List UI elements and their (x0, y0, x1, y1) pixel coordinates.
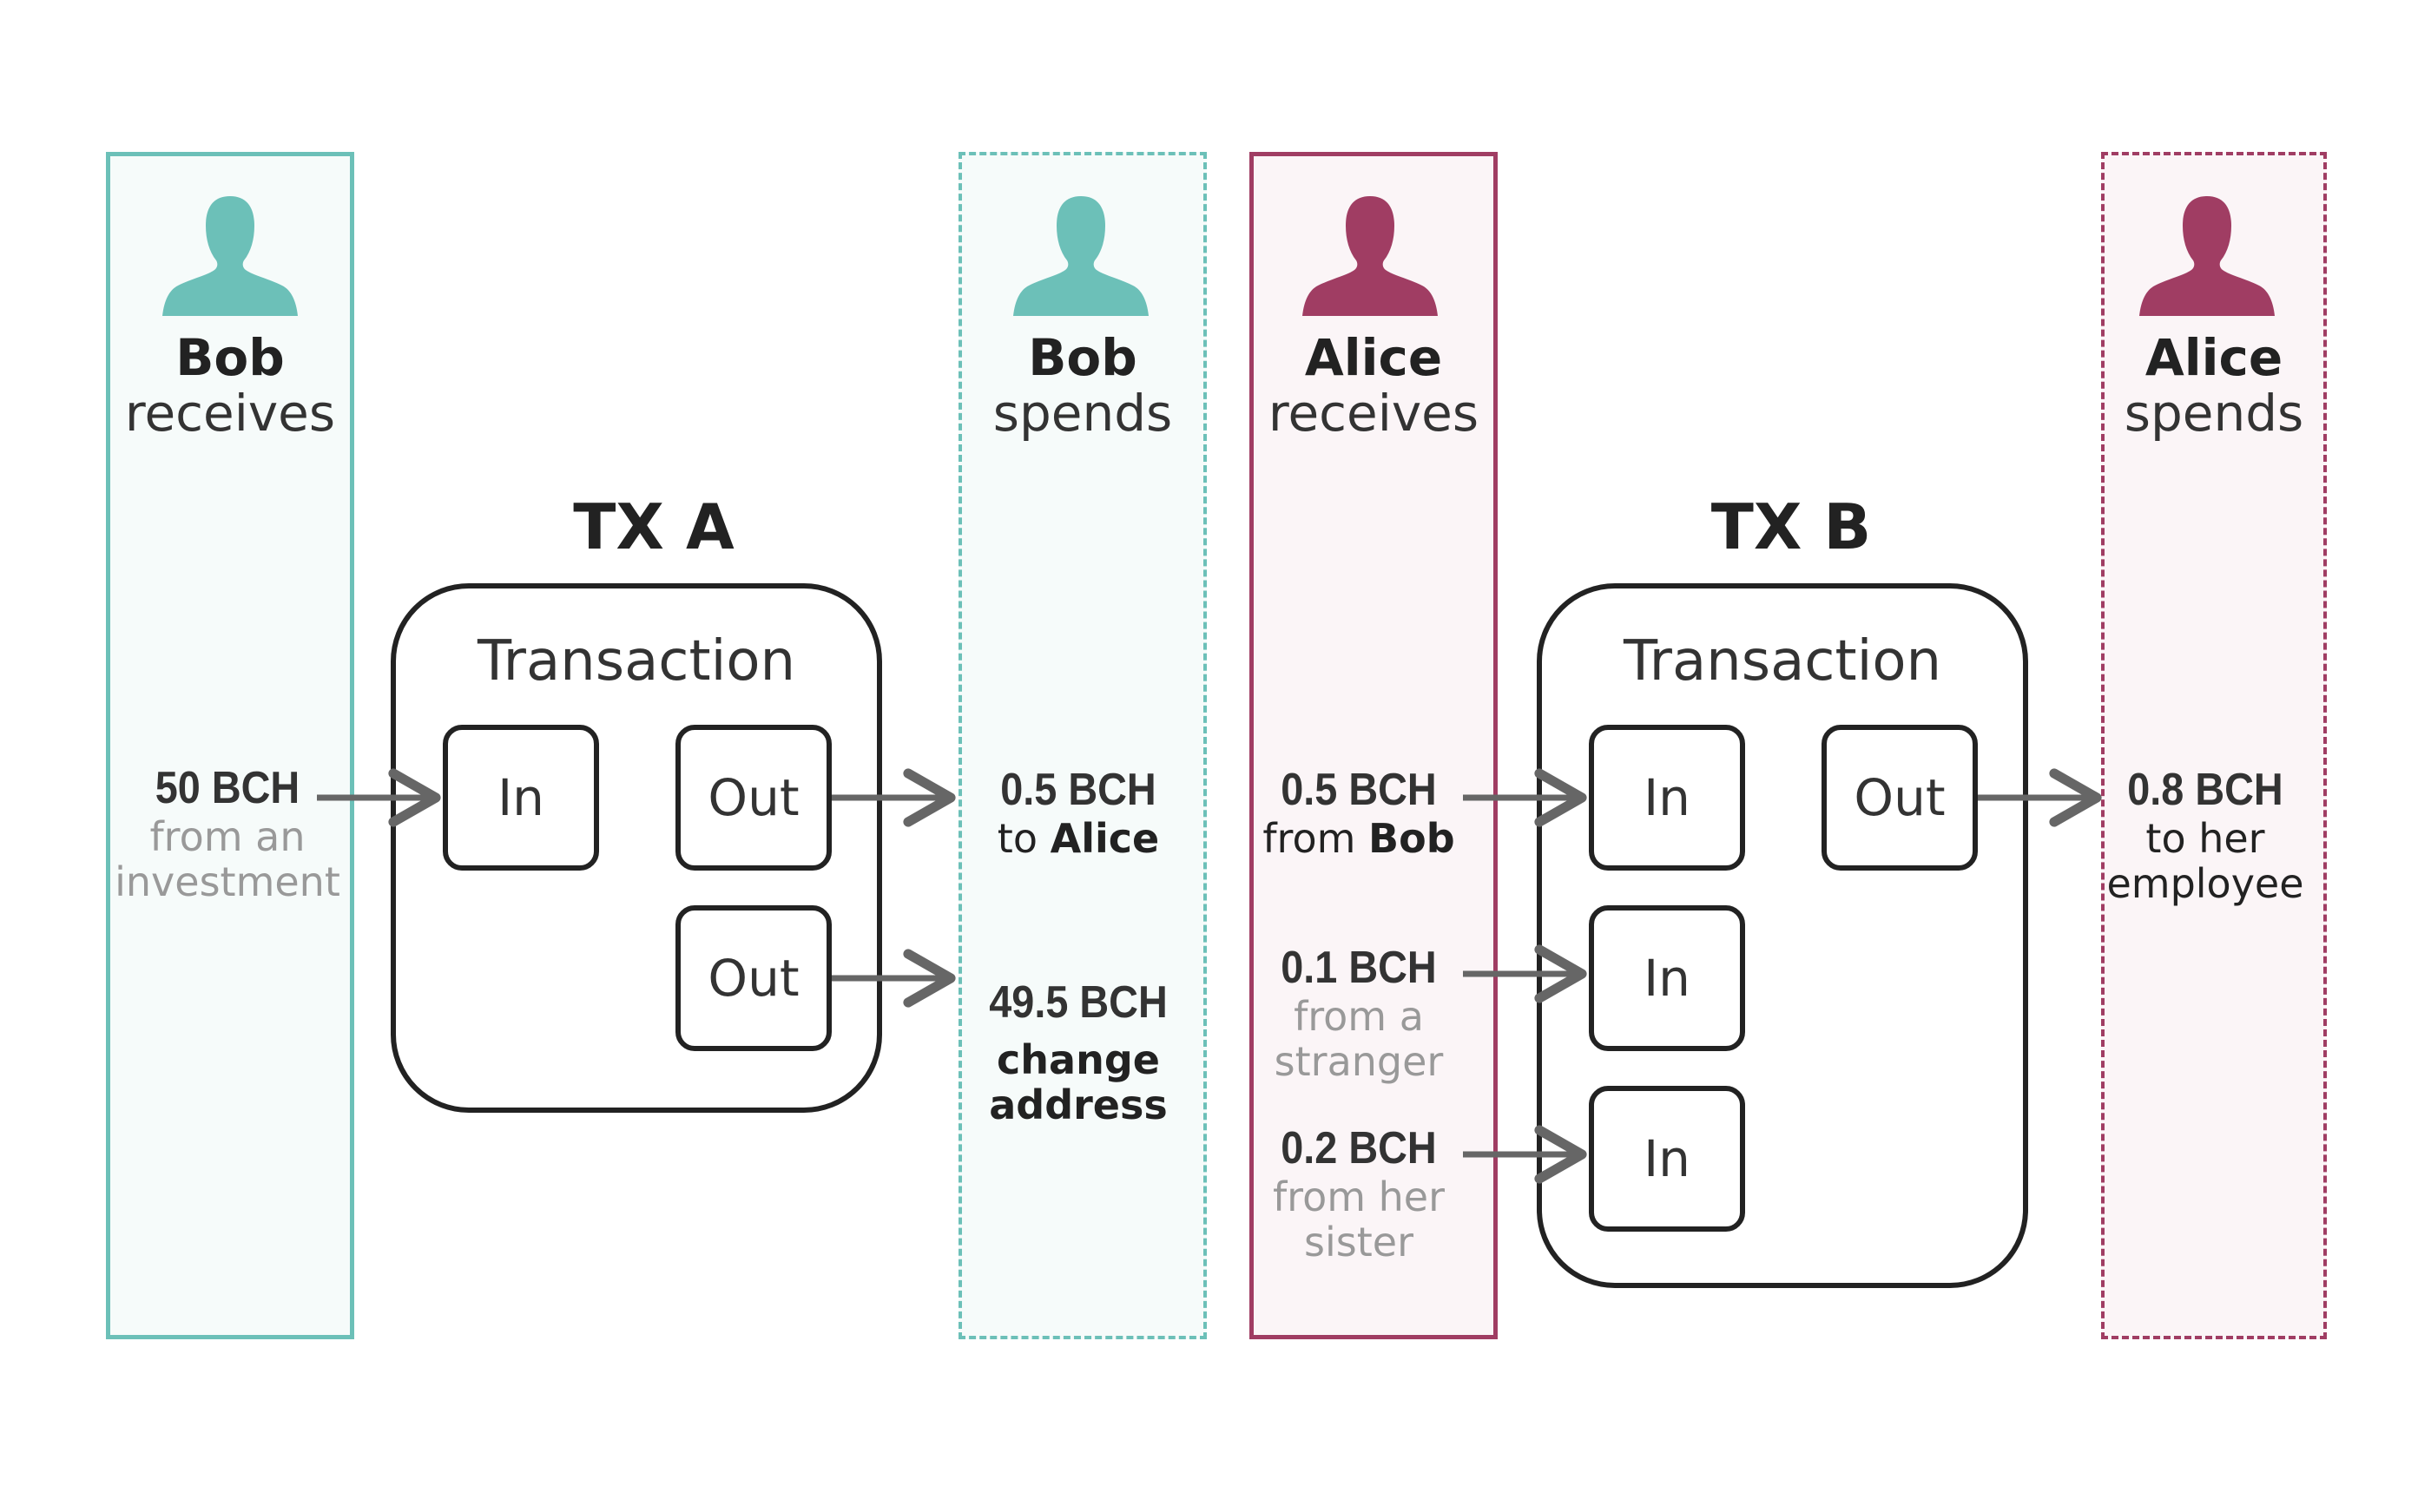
tx-b-input: In (1589, 1086, 1745, 1232)
amount-recipient: Alice (1050, 815, 1160, 862)
alice-receives-from-bob: 0.5 BCH from Bob (1220, 764, 1498, 861)
alice-receives-from-stranger: 0.1 BCH from a stranger (1220, 942, 1498, 1084)
amount-value: 0.5 BCH (1000, 765, 1156, 815)
person-icon (161, 193, 300, 319)
amount-prefix: to (997, 815, 1038, 862)
tx-b-output: Out (1822, 725, 1978, 871)
amount-value: 0.2 BCH (1281, 1123, 1437, 1173)
amount-value: 0.1 BCH (1281, 943, 1437, 993)
tx-b-input: In (1589, 905, 1745, 1051)
column-name: Alice (2144, 328, 2283, 387)
amount-note: from an investment (115, 813, 340, 905)
column-role: spends (992, 384, 1173, 443)
amount-note: to her employee (2106, 815, 2304, 907)
column-name: Alice (1304, 328, 1443, 387)
amount-prefix: from (1262, 815, 1356, 862)
alice-spends-label: Alice spends (2075, 330, 2353, 441)
bob-spends-column (959, 152, 1207, 1339)
person-icon (2138, 193, 2276, 319)
tx-a-output: Out (675, 725, 832, 871)
amount-value: 0.5 BCH (1281, 765, 1437, 815)
amount-note: from her sister (1272, 1173, 1446, 1265)
amount-note: to Alice (939, 816, 1217, 861)
column-name: Bob (1028, 328, 1137, 387)
person-icon (1011, 193, 1150, 319)
tx-a-input: In (443, 725, 599, 871)
tx-a-title: TX A (573, 490, 735, 563)
tx-b-input: In (1589, 725, 1745, 871)
bob-spends-label: Bob spends (944, 330, 1222, 441)
alice-receives-column (1249, 152, 1498, 1339)
amount-note: from Bob (1220, 816, 1498, 861)
column-role: spends (2124, 384, 2304, 443)
tx-a-output: Out (675, 905, 832, 1051)
amount-note: change address (989, 1036, 1168, 1128)
amount-value: 50 BCH (155, 763, 300, 813)
tx-b-title: TX B (1710, 490, 1872, 563)
bob-receives-amount: 50 BCH from an investment (89, 762, 366, 904)
alice-receives-from-sister: 0.2 BCH from her sister (1220, 1122, 1498, 1265)
amount-sender: Bob (1368, 815, 1455, 862)
amount-note: from a stranger (1274, 993, 1444, 1085)
column-role: receives (1268, 384, 1479, 443)
bob-receives-label: Bob receives (91, 330, 369, 441)
bob-spends-change: 49.5 BCH change address (939, 976, 1217, 1127)
amount-value: 49.5 BCH (989, 977, 1168, 1028)
tx-a-heading: Transaction (477, 629, 796, 694)
bob-receives-column (106, 152, 354, 1339)
alice-spends-amount: 0.8 BCH to her employee (2066, 764, 2344, 906)
amount-value: 0.8 BCH (2127, 765, 2283, 815)
bob-spends-to-alice: 0.5 BCH to Alice (939, 764, 1217, 861)
column-name: Bob (175, 328, 285, 387)
tx-b-heading: Transaction (1623, 629, 1942, 694)
person-icon (1301, 193, 1439, 319)
alice-spends-column (2101, 152, 2327, 1339)
column-role: receives (124, 384, 336, 443)
alice-receives-label: Alice receives (1235, 330, 1512, 441)
